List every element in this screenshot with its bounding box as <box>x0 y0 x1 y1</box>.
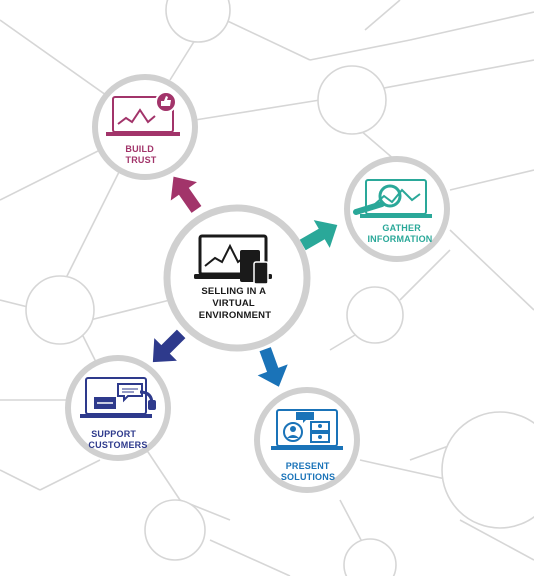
present-solutions-label-line-2: SOLUTIONS <box>281 472 335 482</box>
laptop-magnifier-icon <box>353 179 432 218</box>
center-label-line-3: ENVIRONMENT <box>199 310 271 321</box>
laptop-video-call-icon <box>271 409 343 450</box>
center-label-line-2: VIRTUAL <box>212 298 255 309</box>
support-customers-label-line-2: CUSTOMERS <box>88 440 147 450</box>
laptop-headset-icon <box>80 377 156 418</box>
node-gather-information: GATHER INFORMATION <box>344 156 450 262</box>
laptop-thumbs-up-icon <box>106 91 180 136</box>
arrow-to-support-customers <box>152 329 186 363</box>
build-trust-label-line-1: BUILD <box>125 144 154 154</box>
svg-text:GATHER INFORMATION: GATHER INFORMATION <box>367 223 432 244</box>
svg-text:SELLING IN A VIRTUAL: SELLING IN A VIRTUAL ENVIRONMENT <box>199 286 271 321</box>
support-customers-label-line-1: SUPPORT <box>91 429 136 439</box>
svg-text:SUPPORT CUSTOMERS: SUPPORT CUSTOMERS <box>88 429 147 450</box>
svg-text:PRESENT SOLUTIONS: PRESENT SOLUTIONS <box>281 461 335 482</box>
node-build-trust: BUILD TRUST <box>92 74 198 180</box>
node-support-customers: SUPPORT CUSTOMERS <box>65 355 171 461</box>
center-node: SELLING IN A VIRTUAL ENVIRONMENT <box>163 204 311 352</box>
build-trust-label-line-2: TRUST <box>126 155 157 165</box>
node-present-solutions: PRESENT SOLUTIONS <box>254 387 360 493</box>
gather-information-label-line-2: INFORMATION <box>367 234 432 244</box>
center-label-line-1: SELLING IN A <box>201 286 266 297</box>
present-solutions-label-line-1: PRESENT <box>286 461 330 471</box>
arrow-to-gather-information <box>299 220 338 251</box>
svg-text:BUILD TRUST: BUILD TRUST <box>125 144 156 165</box>
laptop-devices-icon <box>194 234 272 285</box>
gather-information-label-line-1: GATHER <box>382 223 421 233</box>
background-circles <box>25 0 534 576</box>
arrow-to-build-trust <box>170 176 202 213</box>
arrow-to-present-solutions <box>257 347 288 387</box>
